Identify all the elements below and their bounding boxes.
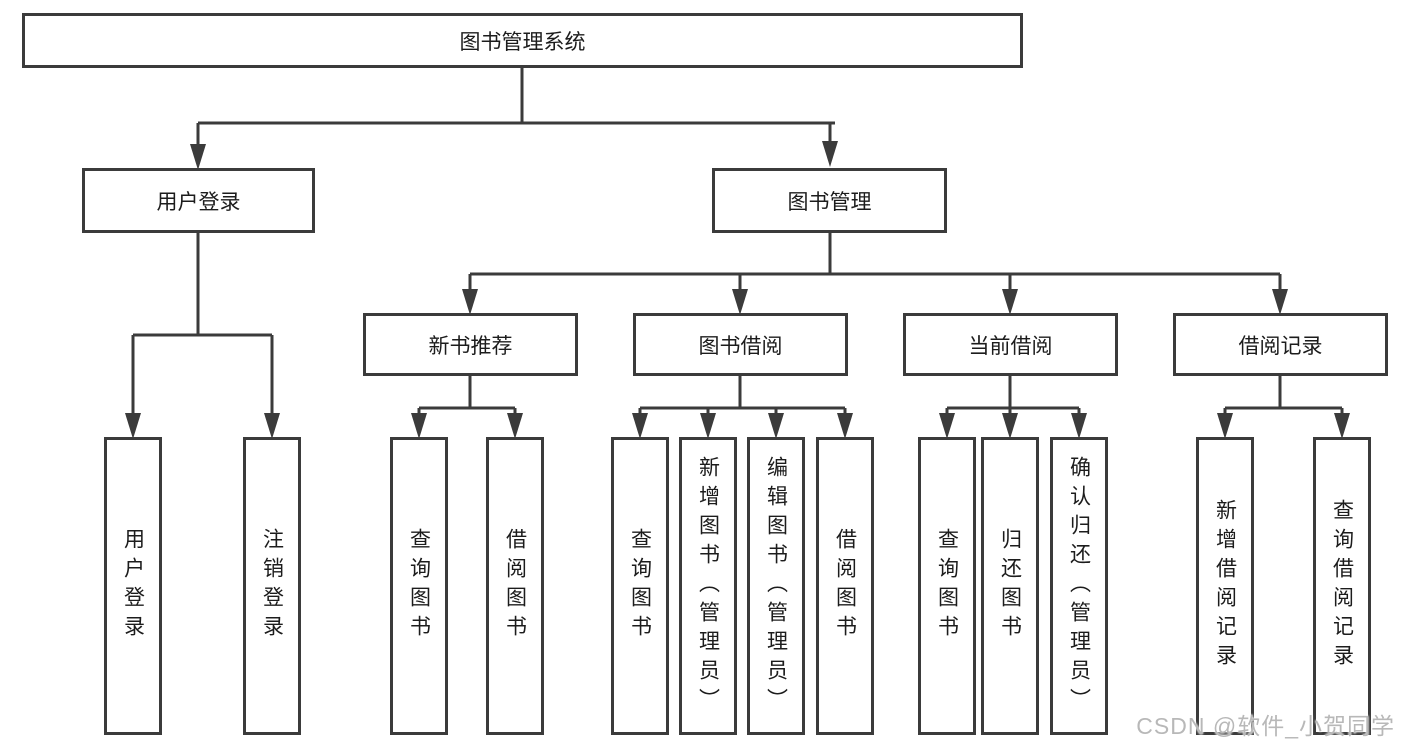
node-book-borrowing: 图书借阅: [633, 313, 848, 376]
leaf-logout: 注销登录: [243, 437, 301, 735]
leaf-add-borrow-record: 新增借阅记录: [1196, 437, 1254, 735]
node-current-borrowing: 当前借阅: [903, 313, 1118, 376]
leaf-borrow-books-borrowing: 借阅图书: [816, 437, 874, 735]
leaf-query-books-current: 查询图书: [918, 437, 976, 735]
leaf-label: 编辑图书（管理员）: [764, 455, 788, 717]
leaf-label: 确认归还（管理员）: [1067, 455, 1091, 717]
leaf-label: 归还图书: [998, 528, 1022, 644]
leaf-edit-books-admin: 编辑图书（管理员）: [747, 437, 805, 735]
leaf-label: 注销登录: [260, 528, 284, 644]
csdn-watermark: CSDN @软件_小贺同学: [1136, 713, 1395, 739]
leaf-confirm-return-admin: 确认归还（管理员）: [1050, 437, 1108, 735]
node-book-management: 图书管理: [712, 168, 947, 233]
leaf-label: 查询图书: [935, 528, 959, 644]
node-new-book-recommendation: 新书推荐: [363, 313, 578, 376]
leaf-query-books-recommend: 查询图书: [390, 437, 448, 735]
node-borrowing-records: 借阅记录: [1173, 313, 1388, 376]
leaf-label: 借阅图书: [503, 528, 527, 644]
leaf-add-books-admin: 新增图书（管理员）: [679, 437, 737, 735]
leaf-label: 查询图书: [407, 528, 431, 644]
leaf-label: 查询图书: [628, 528, 652, 644]
leaf-user-login: 用户登录: [104, 437, 162, 735]
leaf-return-books: 归还图书: [981, 437, 1039, 735]
leaf-query-borrow-record: 查询借阅记录: [1313, 437, 1371, 735]
node-user-login: 用户登录: [82, 168, 315, 233]
leaf-label: 新增借阅记录: [1213, 499, 1237, 673]
leaf-borrow-books-recommend: 借阅图书: [486, 437, 544, 735]
leaf-label: 新增图书（管理员）: [696, 455, 720, 717]
leaf-label: 用户登录: [121, 528, 145, 644]
node-library-management-system: 图书管理系统: [22, 13, 1023, 68]
leaf-label: 借阅图书: [833, 528, 857, 644]
leaf-query-books-borrowing: 查询图书: [611, 437, 669, 735]
leaf-label: 查询借阅记录: [1330, 499, 1354, 673]
